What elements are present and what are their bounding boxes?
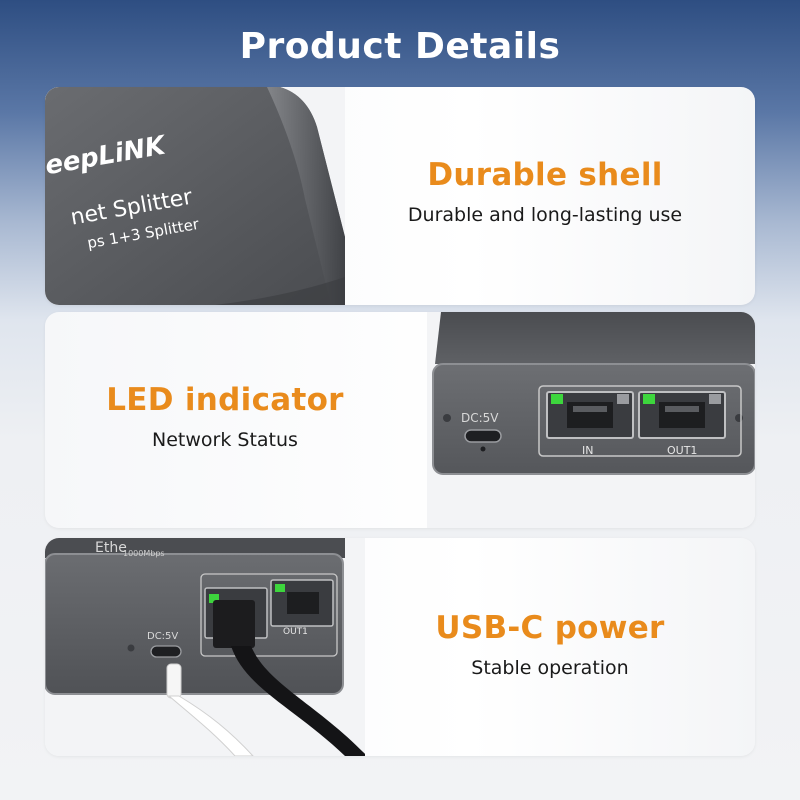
feature-card-usb-c-power: Ethe 1000Mbps DC:5V OUT1 USB-C power Sta… bbox=[45, 538, 755, 756]
device-top-photo: eepLiNK net Splitter ps 1+3 Splitter bbox=[45, 87, 345, 305]
device-top-small-text: 1000Mbps bbox=[123, 549, 165, 558]
device-top-text: Ethe bbox=[95, 540, 127, 556]
feature-card-durable-shell: eepLiNK net Splitter ps 1+3 Splitter Dur… bbox=[45, 87, 755, 305]
feature-description: Network Status bbox=[152, 429, 298, 451]
usb-c-port bbox=[464, 429, 502, 443]
ethernet-port-in bbox=[546, 391, 634, 439]
feature-description: Durable and long-lasting use bbox=[407, 204, 683, 226]
feature-text-usb-c-power: USB-C power Stable operation bbox=[375, 608, 725, 680]
page-title: Product Details bbox=[239, 26, 561, 67]
device-ports-photo: DC:5V IN OUT1 bbox=[427, 312, 755, 528]
power-label-text: DC:5V bbox=[461, 411, 499, 425]
feature-text-durable-shell: Durable shell Durable and long-lasting u… bbox=[345, 155, 745, 227]
led-green-icon bbox=[551, 394, 563, 404]
port-in-label: IN bbox=[582, 444, 593, 457]
feature-headline: USB-C power bbox=[435, 610, 665, 646]
port-out1-label: OUT1 bbox=[667, 444, 697, 457]
feature-description: Stable operation bbox=[471, 657, 629, 679]
port-out1-label: OUT1 bbox=[283, 627, 308, 637]
feature-text-led-indicator: LED indicator Network Status bbox=[85, 380, 365, 452]
feature-headline: LED indicator bbox=[106, 382, 344, 418]
led-green-icon bbox=[275, 584, 285, 592]
usb-c-port bbox=[150, 645, 182, 658]
usb-c-cable bbox=[166, 663, 254, 756]
ethernet-port-out1 bbox=[270, 579, 334, 627]
device-cable-photo: Ethe 1000Mbps DC:5V OUT1 bbox=[45, 538, 365, 756]
led-green-icon bbox=[643, 394, 655, 404]
ethernet-port-out1 bbox=[638, 391, 726, 439]
ethernet-cable bbox=[213, 600, 365, 756]
power-label-text: DC:5V bbox=[147, 631, 178, 642]
led-green-icon bbox=[209, 594, 219, 603]
feature-card-led-indicator: LED indicator Network Status DC:5V bbox=[45, 312, 755, 528]
feature-headline: Durable shell bbox=[427, 157, 663, 193]
